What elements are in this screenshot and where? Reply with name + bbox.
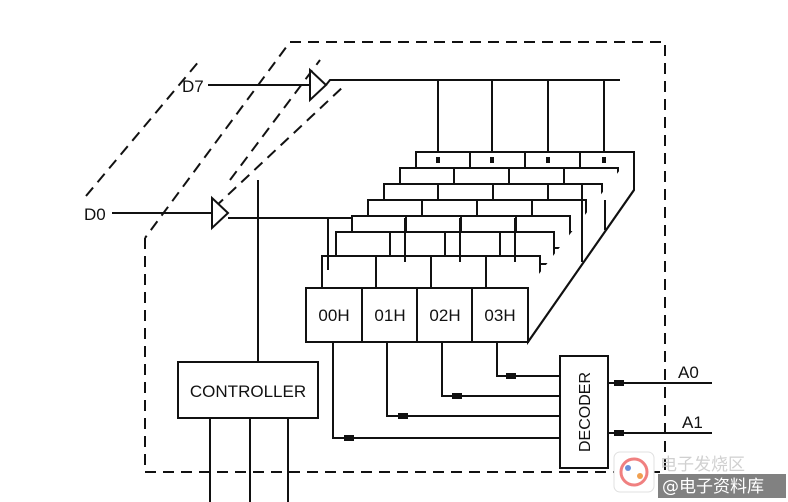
watermark: 电子发烧区 @电子资料库 — [613, 451, 786, 498]
select-line-03h — [496, 342, 560, 377]
watermark-logo-icon — [619, 457, 649, 487]
decoder-label: DECODER — [577, 372, 594, 452]
a0-label: A0 — [678, 363, 699, 382]
select-line-00h — [332, 342, 560, 439]
select-line-01h — [386, 342, 560, 417]
cell-02h-label: 02H — [429, 306, 460, 325]
cell-02h-box — [416, 287, 473, 343]
decoder-box — [559, 355, 609, 469]
front-cell-row — [305, 287, 529, 343]
array-right-edge — [527, 189, 635, 343]
dashed-bus-line-1 — [85, 59, 201, 197]
dashed-bus-line-3 — [229, 59, 321, 181]
controller-box — [177, 361, 319, 419]
cell-03h-label: 03H — [484, 306, 515, 325]
d7-buffer-icon — [309, 67, 328, 103]
a1-label: A1 — [682, 413, 703, 432]
select-line-02h — [441, 342, 560, 397]
dashed-bus-line-2 — [214, 84, 346, 208]
d0-buffer-icon — [211, 195, 230, 231]
watermark-ghost-text: 电子发烧区 — [660, 455, 745, 475]
d0-label: D0 — [84, 205, 106, 224]
arrowheads — [344, 157, 624, 441]
cell-01h-label: 01H — [374, 306, 405, 325]
cell-03h-box — [471, 287, 529, 343]
d7-label: D7 — [182, 77, 204, 96]
cell-00h-label: 00H — [318, 306, 349, 325]
d7-bus-line — [325, 79, 620, 86]
controller-label: CONTROLLER — [190, 382, 306, 401]
watermark-text: @电子资料库 — [662, 477, 764, 497]
